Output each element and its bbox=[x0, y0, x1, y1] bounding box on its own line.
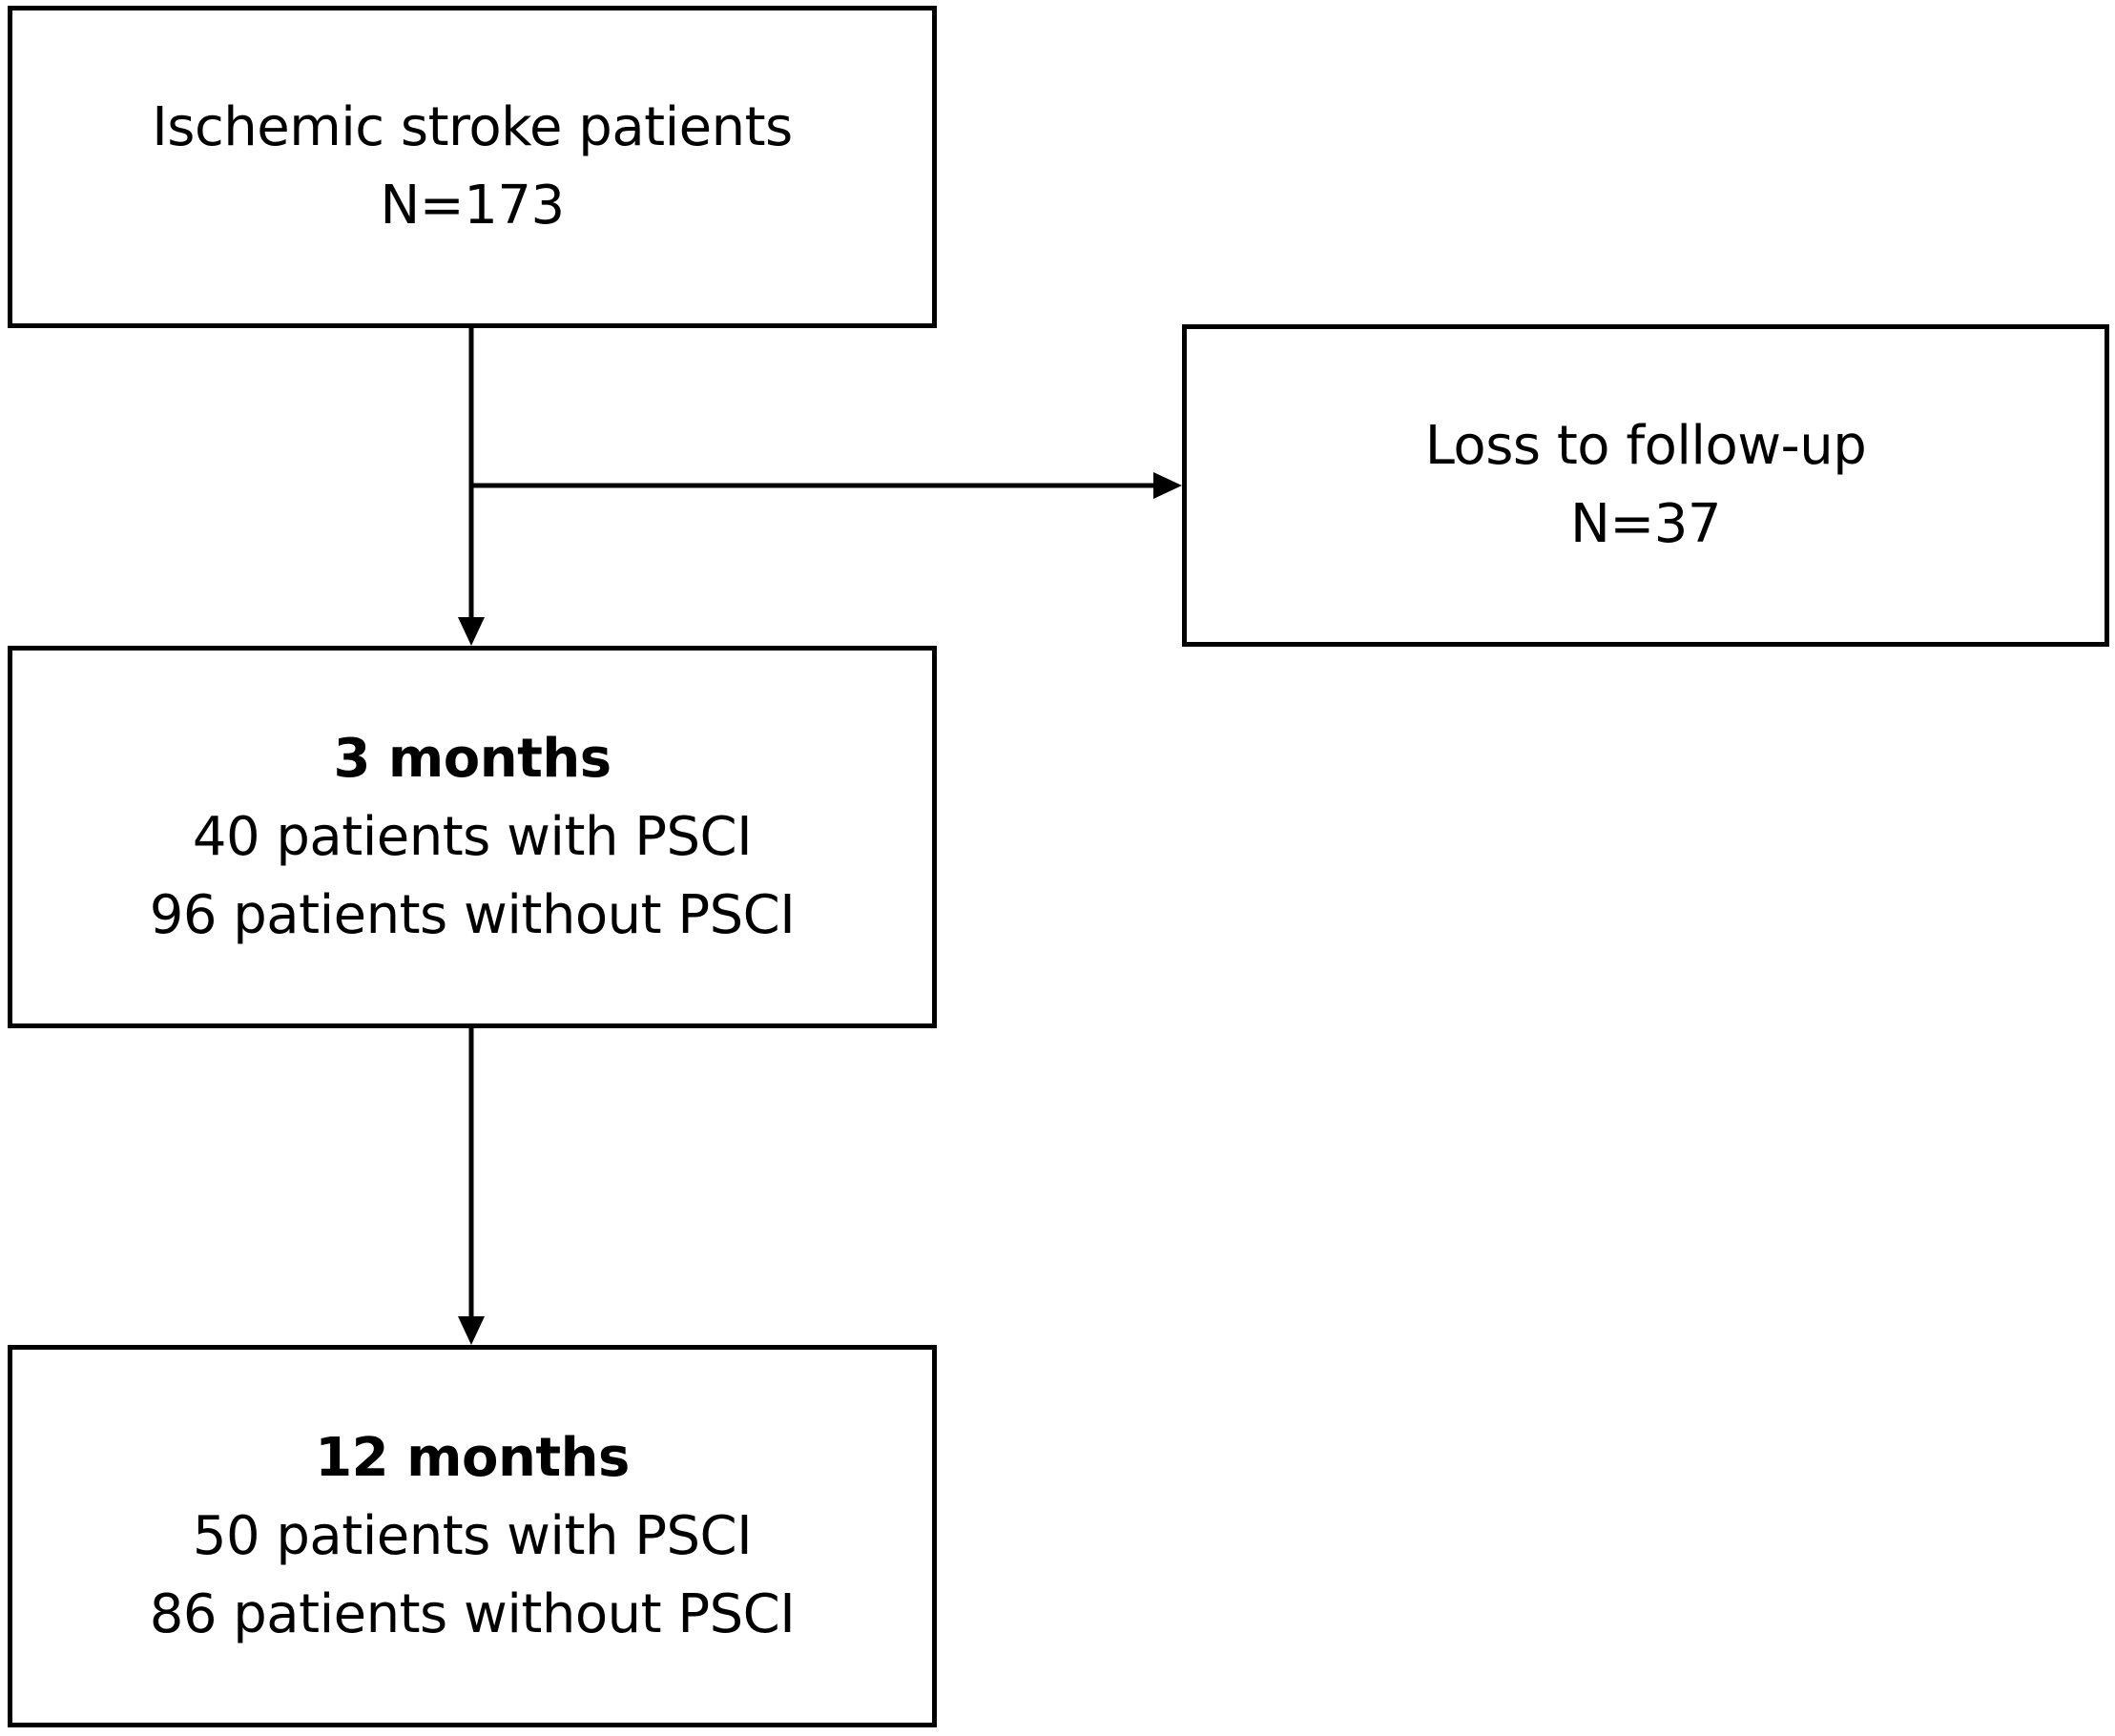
three-months-with-psci: 40 patients with PSCI bbox=[192, 805, 753, 868]
twelve-months-without-psci: 86 patients without PSCI bbox=[149, 1582, 796, 1645]
arrowhead-3months bbox=[458, 617, 485, 646]
enrolled-title: Ischemic stroke patients bbox=[152, 96, 793, 158]
twelve-months-with-psci: 50 patients with PSCI bbox=[192, 1504, 753, 1567]
twelve-months-title: 12 months bbox=[315, 1426, 630, 1489]
three-months-title: 3 months bbox=[333, 727, 612, 790]
loss-title: Loss to follow-up bbox=[1424, 415, 1867, 477]
box-loss-to-follow-up: Loss to follow-up N=37 bbox=[1182, 324, 2109, 647]
box-12-months: 12 months 50 patients with PSCI 86 patie… bbox=[8, 1345, 937, 1727]
arrowhead-loss bbox=[1153, 472, 1182, 499]
three-months-without-psci: 96 patients without PSCI bbox=[149, 883, 796, 946]
box-3-months: 3 months 40 patients with PSCI 96 patien… bbox=[8, 646, 937, 1028]
box-ischemic-stroke-patients: Ischemic stroke patients N=173 bbox=[8, 6, 937, 328]
arrowhead-12months bbox=[458, 1316, 485, 1345]
loss-count: N=37 bbox=[1569, 493, 1722, 555]
enrolled-count: N=173 bbox=[380, 175, 565, 237]
